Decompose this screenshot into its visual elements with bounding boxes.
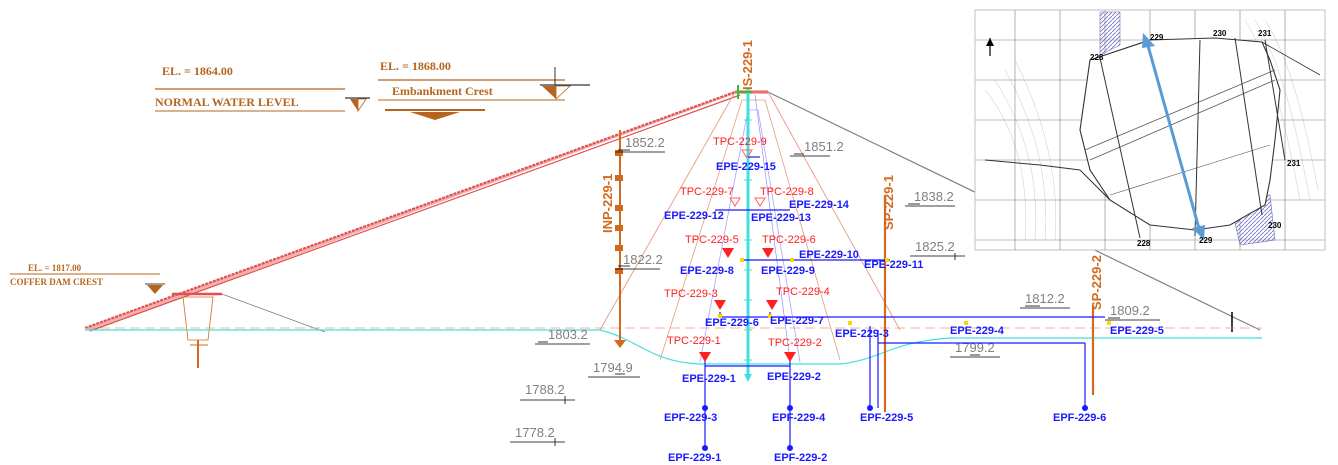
elevation-1838-2: 1838.2 [905,189,955,207]
inclinometer-is-229-1: IS-229-1 [737,40,755,382]
yellow-points [718,258,1111,325]
tpc-229-6-label: TPC-229-6 [762,234,816,246]
svg-text:1794.9: 1794.9 [593,360,633,375]
standpipe-sp-229-2: SP-229-2 [1089,255,1104,395]
epe-229-2-label: EPE-229-2 [767,371,821,383]
tpc-229-5-label: TPC-229-5 [685,234,739,246]
elevation-1799-2: 1799.2 [950,340,1000,358]
tpc-229-9-label: TPC-229-9 [713,136,767,148]
svg-text:1825.2: 1825.2 [915,239,955,254]
tpc-229-2-label: TPC-229-2 [768,337,822,349]
svg-text:1822.2: 1822.2 [623,252,663,267]
epe-229-3-label: EPE-229-3 [835,328,889,340]
elevation-1809-2: 1809.2 [1105,303,1160,321]
map-label-230-top: 230 [1213,29,1227,38]
svg-text:1799.2: 1799.2 [955,340,995,355]
epe-229-14-label: EPE-229-14 [789,199,850,211]
tpc-triangles [699,149,796,362]
map-label-231-top: 231 [1258,29,1272,38]
map-label-228-bottom: 228 [1137,239,1151,248]
epe-229-8-label: EPE-229-8 [680,265,734,277]
epe-229-15-label: EPE-229-15 [716,161,776,173]
tpc-229-4-label: TPC-229-4 [776,286,830,298]
normal-water-level-marker: EL. = 1864.00 NORMAL WATER LEVEL [155,64,370,113]
inset-plan-map: 229 230 231 228 231 230 229 228 [974,9,1326,251]
epf-229-5-label: EPF-229-5 [860,412,913,424]
tpc-229-1-label: TPC-229-1 [667,335,721,347]
sp-229-1-label: SP-229-1 [881,175,896,230]
elevation-1778-2: 1778.2 [510,425,565,446]
epf-229-1-label: EPF-229-1 [668,452,721,464]
map-label-228-top: 228 [1090,53,1104,62]
epf-229-3-label: EPF-229-3 [664,412,717,424]
epf-labels: EPF-229-3 EPF-229-4 EPF-229-5 EPF-229-6 … [664,412,1106,464]
is-229-1-label: IS-229-1 [740,40,755,90]
embankment-body [84,90,1262,368]
epe-229-9-label: EPE-229-9 [761,265,815,277]
epf-229-6-label: EPF-229-6 [1053,412,1106,424]
epe-229-10-label: EPE-229-10 [799,249,859,261]
crest-caption: Embankment Crest [392,84,493,98]
sp-229-2-label: SP-229-2 [1089,255,1104,310]
map-label-229-bottom: 229 [1199,236,1213,245]
epe-229-13-label: EPE-229-13 [751,212,811,224]
elevation-1812-2: 1812.2 [1020,291,1070,309]
crest-el-text: EL. = 1868.00 [380,59,451,73]
svg-text:1778.2: 1778.2 [515,425,555,440]
inp-229-1-label: INP-229-1 [600,174,615,233]
epe-229-7-label: EPE-229-7 [770,315,824,327]
epe-labels: EPE-229-15 EPE-229-14 EPE-229-12 EPE-229… [664,161,1164,385]
epe-229-4-label: EPE-229-4 [950,325,1005,337]
svg-text:1838.2: 1838.2 [914,189,954,204]
epf-229-2-label: EPF-229-2 [774,452,827,464]
epe-229-11-label: EPE-229-11 [864,259,923,271]
map-label-231-right: 231 [1287,159,1301,168]
svg-text:1812.2: 1812.2 [1025,291,1065,306]
elevation-1825-2: 1825.2 [910,239,965,260]
epe-229-1-label: EPE-229-1 [682,373,736,385]
epe-229-5-label: EPE-229-5 [1110,325,1164,337]
elevation-1822-2: 1822.2 [615,252,663,270]
tpc-229-7-label: TPC-229-7 [680,186,734,198]
standpipe-sp-229-1: SP-229-1 [881,175,896,412]
elevation-markers: 1852.2 1851.2 1838.2 1825.2 1822.2 1812.… [510,135,1160,446]
epe-229-6-label: EPE-229-6 [705,317,759,329]
coffer-el-text: EL. = 1817.00 [28,263,82,273]
elevation-1852-2: 1852.2 [615,135,665,153]
svg-text:1852.2: 1852.2 [625,135,665,150]
elevation-1788-2: 1788.2 [520,382,575,404]
elevation-1794-9: 1794.9 [588,360,640,378]
tpc-229-8-label: TPC-229-8 [760,186,814,198]
map-label-230-bottom: 230 [1268,221,1282,230]
elevation-1803-2: 1803.2 [535,327,590,345]
embankment-crest-marker: EL. = 1868.00 Embankment Crest [378,59,590,120]
piezometer-lines [704,156,1105,448]
epe-229-12-label: EPE-229-12 [664,210,724,222]
svg-text:1788.2: 1788.2 [525,382,565,397]
svg-text:1803.2: 1803.2 [548,327,588,342]
elevation-1851-2: 1851.2 [790,139,844,157]
tpc-229-3-label: TPC-229-3 [664,288,718,300]
normal-water-level-caption: NORMAL WATER LEVEL [155,95,299,109]
svg-text:1809.2: 1809.2 [1110,303,1150,318]
inclinometer-inp-229-1: INP-229-1 [600,130,626,348]
normal-water-el-text: EL. = 1864.00 [162,64,233,78]
coffer-dam-crest-marker: EL. = 1817.00 COFFER DAM CREST [10,263,165,294]
tpc-labels: TPC-229-9 TPC-229-7 TPC-229-8 TPC-229-5 … [664,136,830,349]
epf-dots [702,405,1088,451]
svg-text:1851.2: 1851.2 [804,139,844,154]
map-label-229-top: 229 [1150,33,1164,42]
coffer-caption: COFFER DAM CREST [10,277,103,287]
epf-229-4-label: EPF-229-4 [772,412,826,424]
